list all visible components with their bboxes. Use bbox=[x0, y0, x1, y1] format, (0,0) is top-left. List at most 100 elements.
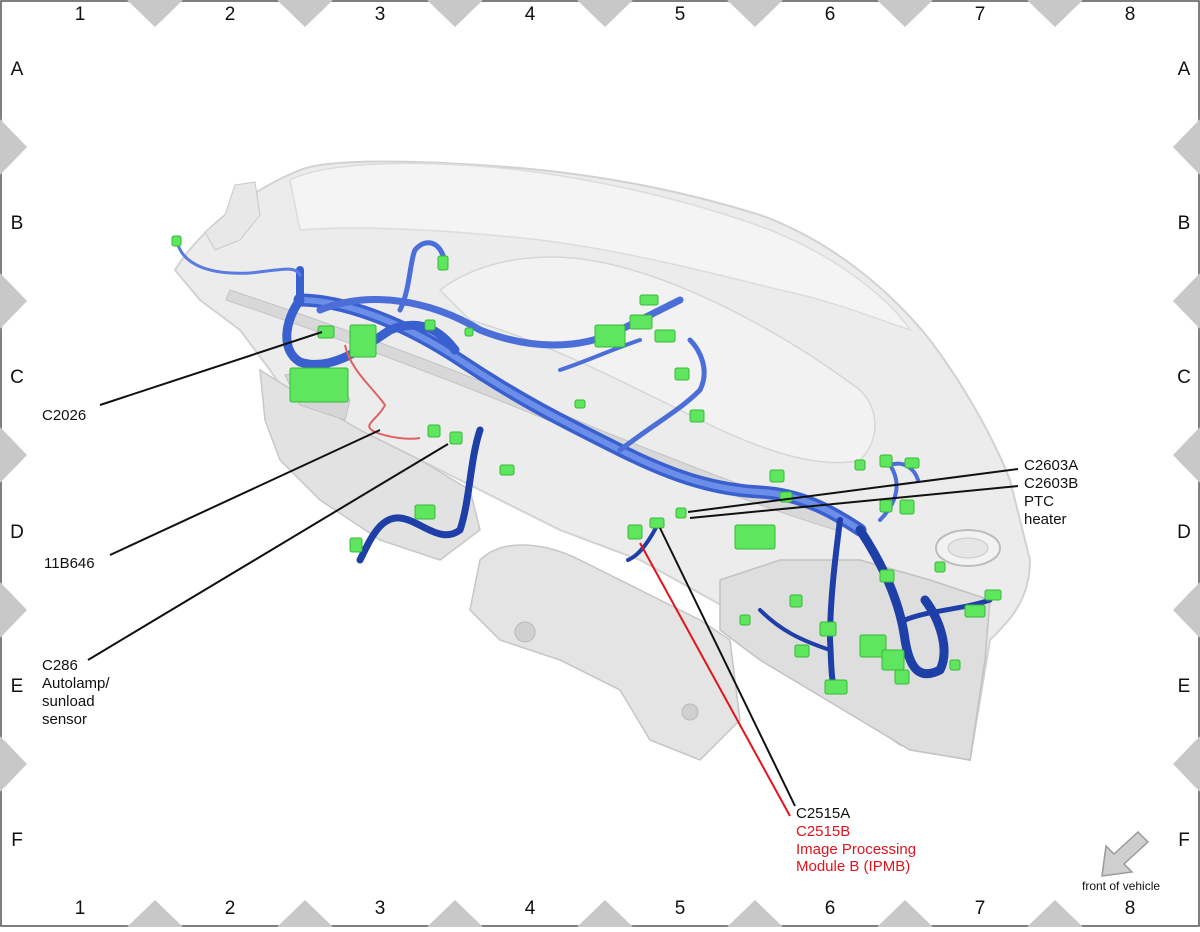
connector-block bbox=[934, 561, 946, 573]
grid-row-label: F bbox=[11, 830, 23, 851]
connector-block bbox=[289, 367, 349, 403]
grid-column-label: 4 bbox=[525, 898, 536, 919]
connector-block bbox=[949, 659, 961, 671]
grid-column-label: 2 bbox=[225, 898, 236, 919]
grid-marker-left bbox=[0, 119, 27, 175]
callout-c2026-label: C2026 bbox=[42, 407, 86, 424]
grid-row-label: E bbox=[11, 676, 24, 697]
connector-block bbox=[739, 614, 751, 626]
grid-marker-left bbox=[0, 427, 27, 483]
grid-row-label: A bbox=[1178, 59, 1191, 80]
callout-c286: C286 Autolamp/ sunload sensor bbox=[42, 657, 110, 728]
grid-row-label: F bbox=[1178, 830, 1190, 851]
grid-column-label: 7 bbox=[975, 4, 986, 25]
harness-center-branch bbox=[617, 337, 707, 453]
callout-c2515: C2515A C2515B Image Processing Module B … bbox=[796, 805, 916, 875]
connector-block bbox=[464, 327, 474, 337]
grid-column-label: 6 bbox=[825, 4, 836, 25]
grid-column-label: 6 bbox=[825, 898, 836, 919]
grid-marker-left bbox=[0, 582, 27, 638]
steering-column-area bbox=[719, 559, 991, 761]
grid-marker-top bbox=[427, 0, 483, 27]
leader-c2515a bbox=[659, 527, 796, 807]
connector-block bbox=[854, 459, 866, 471]
grid-marker-left bbox=[0, 273, 27, 329]
connector-block bbox=[819, 621, 837, 637]
connectors bbox=[171, 235, 1002, 695]
connector-block bbox=[881, 649, 905, 671]
grid-column-label: 3 bbox=[375, 898, 386, 919]
grid-row-label: A bbox=[11, 59, 24, 80]
grid-marker-bottom bbox=[727, 900, 783, 927]
harness-lower-wire bbox=[758, 608, 832, 652]
grid-marker-top bbox=[727, 0, 783, 27]
leader-c286 bbox=[87, 443, 449, 661]
callout-c286-line-2: Autolamp/ bbox=[42, 675, 110, 692]
grid-marker-bottom bbox=[1027, 900, 1083, 927]
grid-column-label: 7 bbox=[975, 898, 986, 919]
harness-right-wire bbox=[902, 597, 993, 623]
connector-block bbox=[629, 314, 653, 330]
connector-block bbox=[674, 367, 690, 381]
connector-block bbox=[769, 469, 785, 483]
connector-block bbox=[627, 524, 643, 540]
leader-c2026 bbox=[99, 331, 323, 406]
center-bracket bbox=[469, 544, 741, 761]
callout-c2603-line-1: C2603A bbox=[1024, 457, 1078, 474]
bracket-bolt bbox=[514, 621, 536, 643]
connector-block bbox=[654, 329, 676, 343]
callout-c2515b-line-1: C2515B bbox=[796, 823, 850, 840]
bracket-bolt bbox=[681, 703, 699, 721]
grid-marker-bottom bbox=[577, 900, 633, 927]
grid-marker-right bbox=[1173, 273, 1200, 329]
connector-block bbox=[317, 325, 335, 339]
cup-holder-inner bbox=[947, 537, 989, 559]
grid-marker-top bbox=[127, 0, 183, 27]
grid-column-label: 4 bbox=[525, 4, 536, 25]
grid-marker-top bbox=[577, 0, 633, 27]
callout-c286-line-1: C286 bbox=[42, 657, 78, 674]
grid-row-label: D bbox=[10, 522, 24, 543]
connector-block bbox=[449, 431, 463, 445]
connector-block bbox=[794, 644, 810, 658]
connector-block bbox=[879, 569, 895, 583]
leader-11b646 bbox=[109, 429, 381, 556]
callout-c286-line-3: sunload bbox=[42, 693, 95, 710]
connector-block bbox=[424, 319, 436, 331]
grid-column-label: 5 bbox=[675, 4, 686, 25]
grid-row-label: E bbox=[1178, 676, 1191, 697]
grid-marker-top bbox=[877, 0, 933, 27]
callout-c2515b-line-3: Module B (IPMB) bbox=[796, 858, 910, 875]
grid-row-label: C bbox=[1177, 367, 1191, 388]
connector-block bbox=[879, 454, 893, 468]
arrow-icon bbox=[1101, 830, 1150, 877]
front-of-vehicle-label: front of vehicle bbox=[1082, 879, 1160, 893]
leader-c2515b bbox=[639, 542, 791, 817]
callout-11b646-label: 11B646 bbox=[44, 555, 95, 572]
connector-block bbox=[499, 464, 515, 476]
leader-c2603a bbox=[687, 468, 1019, 513]
connector-block bbox=[984, 589, 1002, 601]
grid-marker-right bbox=[1173, 582, 1200, 638]
grid-column-label: 3 bbox=[375, 4, 386, 25]
connector-block bbox=[574, 399, 586, 409]
callout-c2026: C2026 bbox=[42, 407, 86, 424]
connector-block bbox=[964, 604, 986, 618]
callout-c2515b-line-2: Image Processing bbox=[796, 841, 916, 858]
callout-c2515a-label: C2515A bbox=[796, 805, 850, 822]
grid-marker-bottom bbox=[427, 900, 483, 927]
callout-11b646: 11B646 bbox=[44, 555, 95, 572]
grid-column-label: 8 bbox=[1125, 4, 1136, 25]
grid-marker-right bbox=[1173, 119, 1200, 175]
harness-thin-wire bbox=[176, 243, 302, 277]
callout-c2603: C2603A C2603B PTC heater bbox=[1024, 457, 1078, 528]
grid-column-label: 1 bbox=[75, 4, 86, 25]
left-bracket bbox=[204, 181, 261, 251]
connector-block bbox=[639, 294, 659, 306]
grid-column-label: 8 bbox=[1125, 898, 1136, 919]
